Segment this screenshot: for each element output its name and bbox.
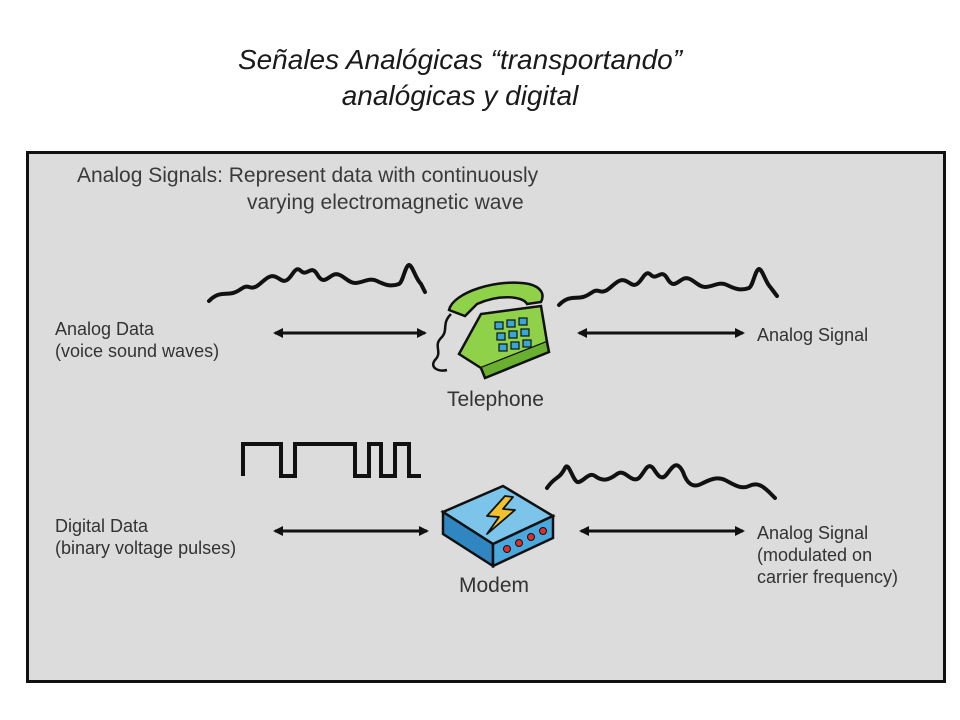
slide-title-line1: Señales Analógicas “transportando” <box>237 44 683 75</box>
lightning-bolt-icon <box>486 495 516 535</box>
modulated-signal-label-line1: Analog Signal <box>757 523 869 543</box>
analog-voice-wave-left <box>207 263 427 303</box>
diagram-panel: Analog Signals: Represent data with cont… <box>26 151 946 683</box>
analog-signal-label: Analog Signal <box>757 324 868 346</box>
telephone-label: Telephone <box>447 388 544 411</box>
modulated-signal-label-line3: carrier frequency) <box>757 567 899 587</box>
modulated-signal-wave <box>545 463 777 500</box>
digital-data-label-line2: (binary voltage pulses) <box>55 538 237 558</box>
panel-heading: Analog Signals: Represent data with cont… <box>77 162 538 216</box>
analog-data-label: Analog Data (voice sound waves) <box>55 318 219 362</box>
modem-icon <box>440 484 556 569</box>
diagram-artwork <box>207 263 779 569</box>
modem-label: Modem <box>459 574 530 597</box>
modem-leds-icon <box>503 527 547 553</box>
analog-data-label-line2: (voice sound waves) <box>55 341 220 361</box>
panel-heading-line2: varying electromagnetic wave <box>247 191 524 214</box>
analog-signal-wave-right <box>557 267 779 307</box>
digital-pulse-wave <box>241 442 421 478</box>
modulated-signal-label: Analog Signal (modulated on carrier freq… <box>757 522 898 588</box>
panel-heading-line1: Analog Signals: Represent data with cont… <box>77 164 539 187</box>
analog-data-label-line1: Analog Data <box>55 319 155 339</box>
digital-data-label-line1: Digital Data <box>55 516 149 536</box>
analog-signal-label-line1: Analog Signal <box>757 325 869 345</box>
slide-title-line2: analógicas y digital <box>341 80 579 111</box>
slide-title: Señales Analógicas “transportando” analó… <box>0 42 920 114</box>
modulated-signal-label-line2: (modulated on <box>757 545 873 565</box>
digital-data-label: Digital Data (binary voltage pulses) <box>55 515 236 559</box>
telephone-icon <box>431 281 551 380</box>
